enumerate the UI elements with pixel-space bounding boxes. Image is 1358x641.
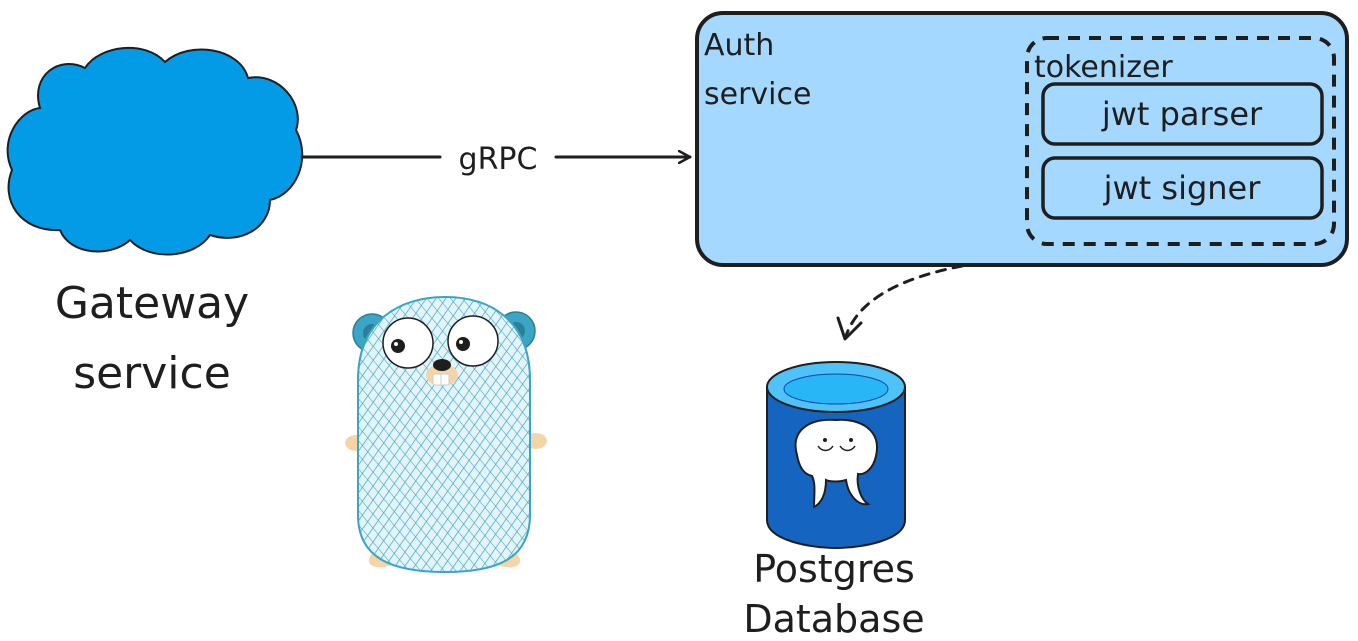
- database-label-line1: Postgres: [753, 547, 915, 591]
- gateway-service-node[interactable]: Gateway service: [6, 46, 304, 399]
- tokenizer-label: tokenizer: [1034, 50, 1173, 85]
- auth-label-line1: Auth: [704, 28, 774, 63]
- gateway-label-line1: Gateway: [55, 278, 249, 329]
- grpc-edge-label: gRPC: [459, 142, 538, 177]
- postgres-database-node[interactable]: Postgres Database: [743, 361, 925, 641]
- auth-to-database-edge: [836, 264, 964, 341]
- grpc-edge: gRPC: [300, 142, 692, 177]
- cloud-icon: [6, 46, 304, 256]
- tokenizer-boundary: [1025, 36, 1336, 246]
- auth-service-node[interactable]: Auth service tokenizer jwt parser jwt si…: [695, 11, 1349, 267]
- postgres-elephant-icon: [794, 418, 878, 509]
- gopher-mascot: [345, 295, 547, 574]
- jwt-signer-box: [1041, 156, 1324, 220]
- database-label-line2: Database: [743, 597, 924, 641]
- gopher-nose: [433, 359, 451, 371]
- jwt-signer-component[interactable]: jwt signer: [1041, 156, 1324, 220]
- jwt-signer-label: jwt signer: [1103, 169, 1262, 207]
- gopher-right-eye: [447, 315, 499, 367]
- jwt-parser-label: jwt parser: [1101, 95, 1263, 133]
- tokenizer-group[interactable]: tokenizer jwt parser jwt signer: [1025, 36, 1336, 246]
- auth-service-box: [695, 11, 1349, 267]
- auth-to-database-line: [844, 264, 964, 338]
- gateway-label-line2: service: [73, 348, 231, 399]
- gopher-left-eye: [382, 317, 434, 369]
- auth-to-database-arrowhead: [836, 316, 863, 341]
- auth-label-line2: service: [704, 77, 811, 112]
- jwt-parser-box: [1041, 82, 1324, 146]
- jwt-parser-component[interactable]: jwt parser: [1041, 82, 1324, 146]
